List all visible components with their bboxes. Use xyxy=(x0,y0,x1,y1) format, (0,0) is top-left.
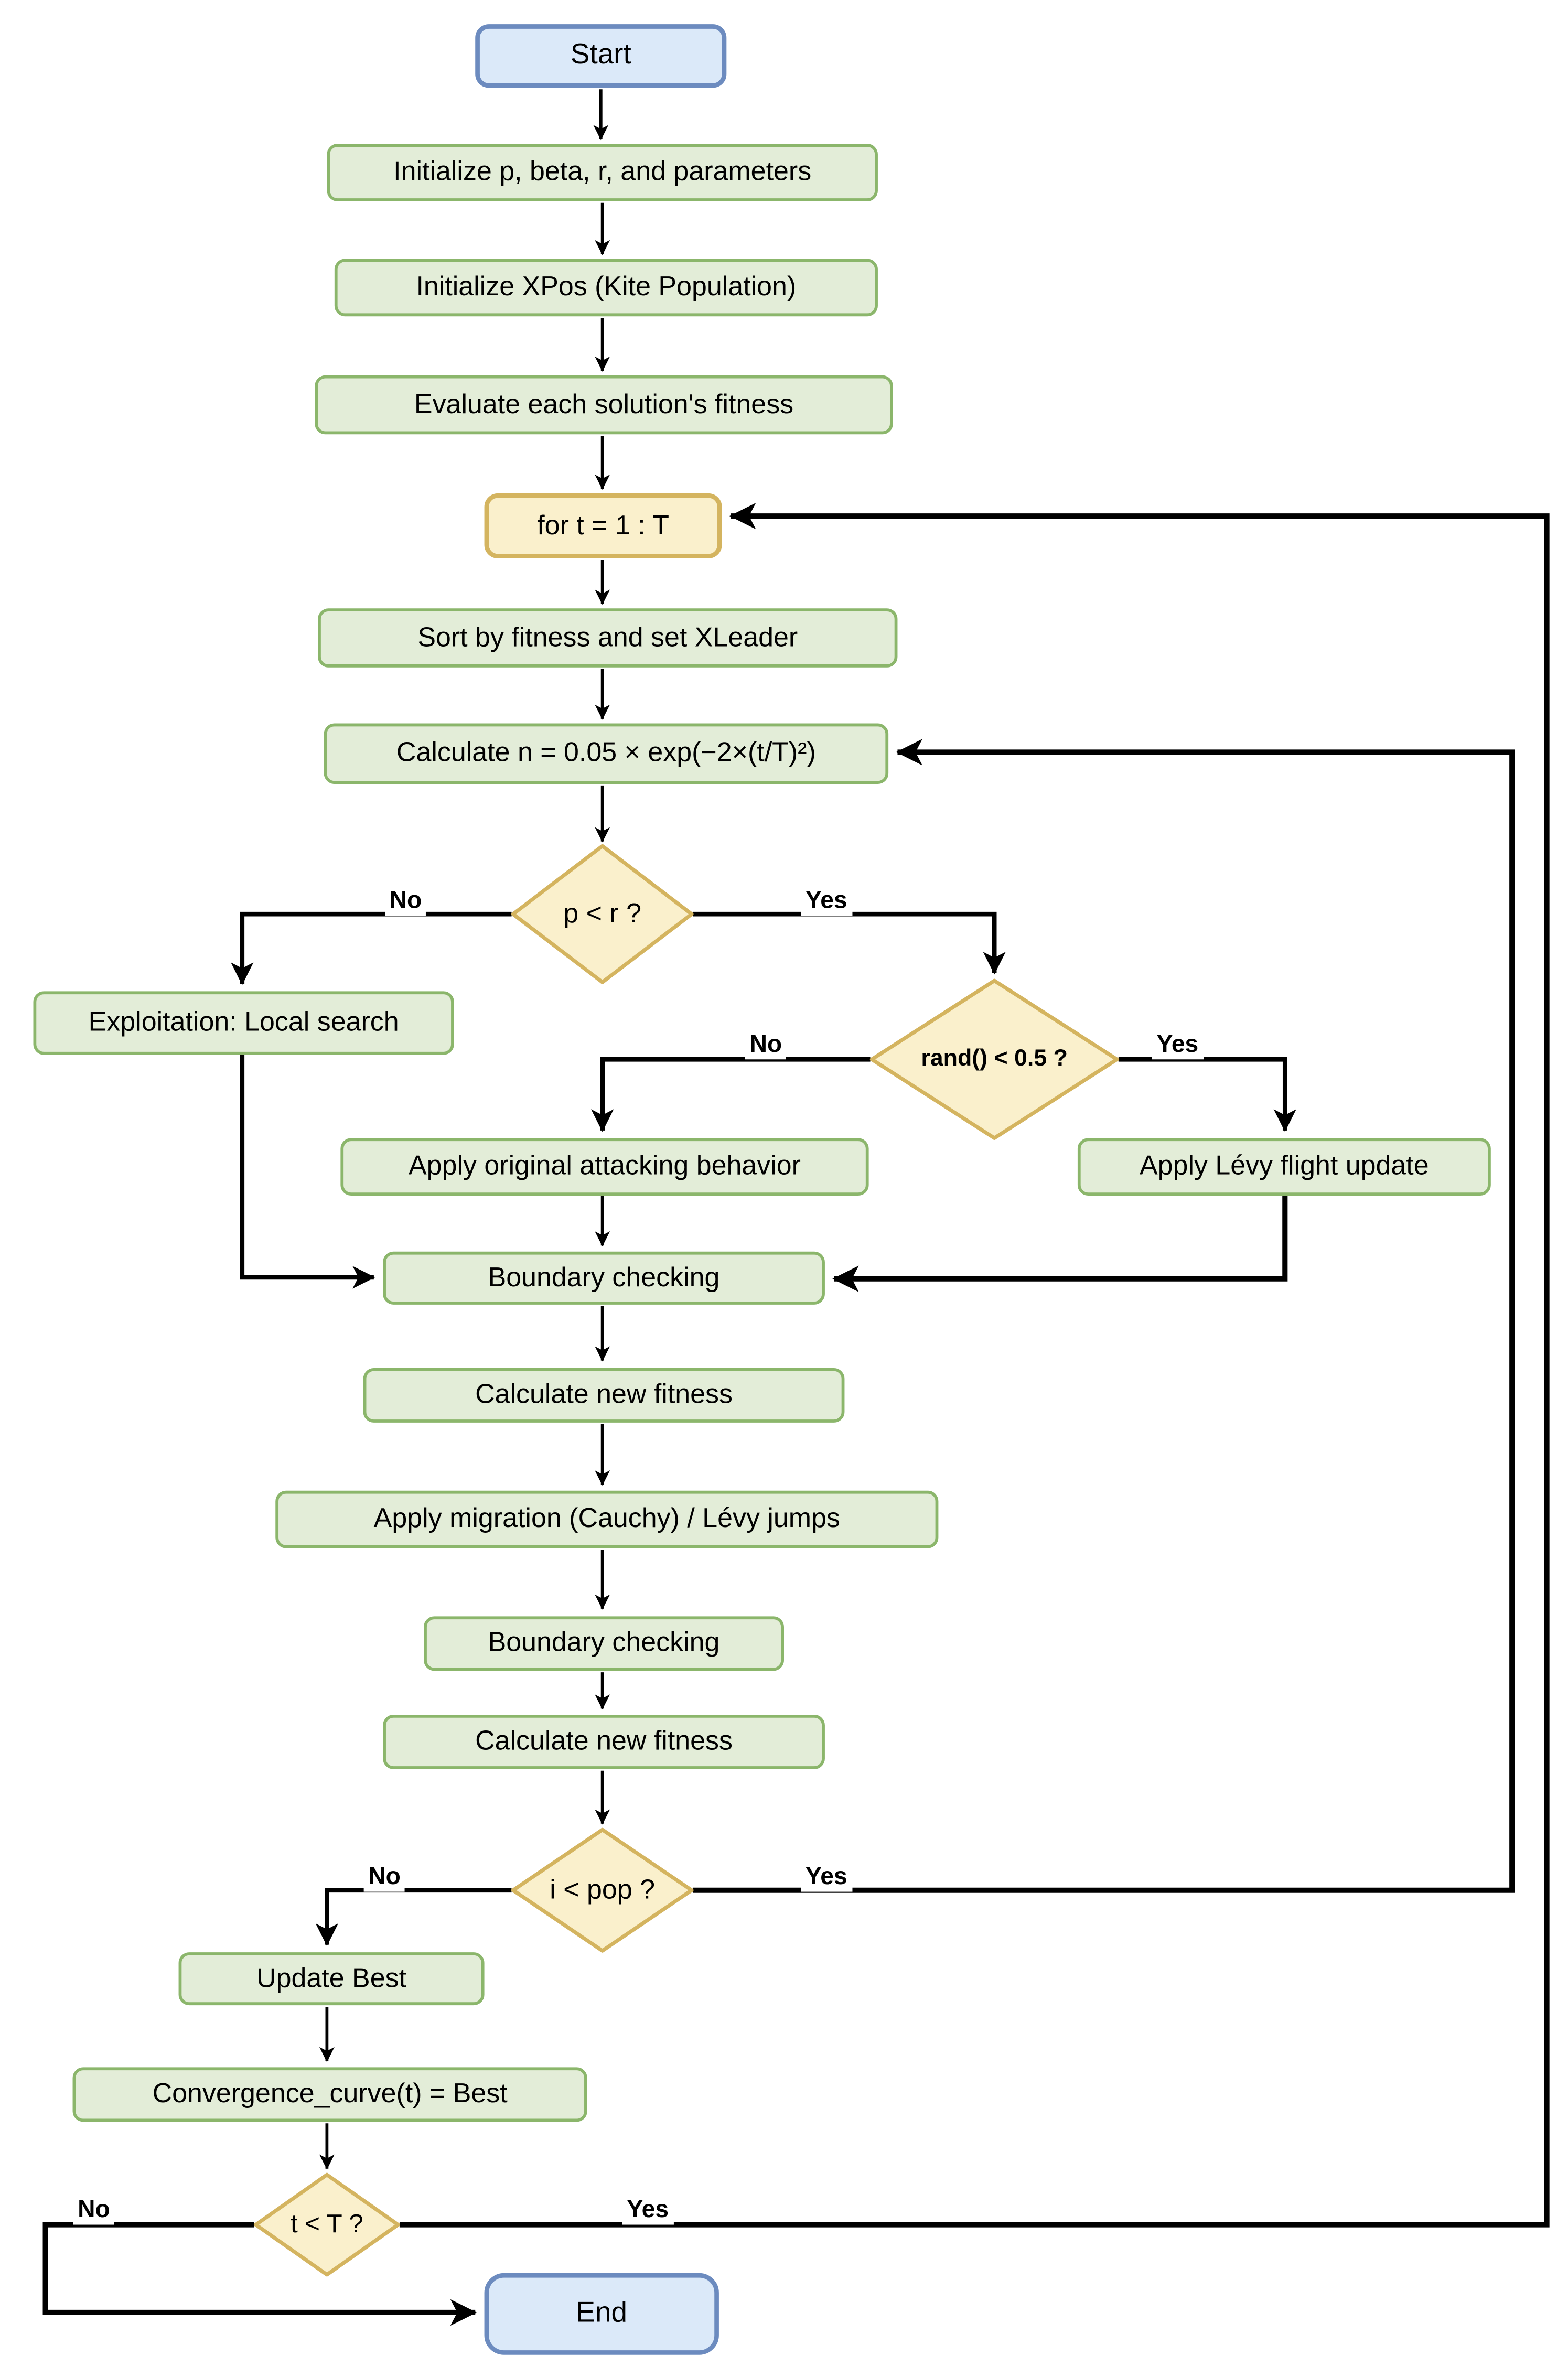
edge-i-yes-loop-to-calc-n xyxy=(693,739,1515,1893)
edge-label-rand-no: No xyxy=(745,1032,787,1060)
node-migration: Apply migration (Cauchy) / Lévy jumps xyxy=(275,1490,939,1548)
edge-label-p-no: No xyxy=(385,888,426,916)
node-convergence: Convergence_curve(t) = Best xyxy=(72,2067,587,2122)
node-init-params: Initialize p, beta, r, and parameters xyxy=(327,144,878,201)
edge-label-t-no: No xyxy=(73,2197,115,2225)
edge-rand-no-to-attack xyxy=(591,1057,871,1132)
node-update-best: Update Best xyxy=(178,1952,485,2006)
node-fitness1: Calculate new fitness xyxy=(363,1368,845,1423)
edge-t-no-to-end xyxy=(42,2222,477,2326)
edge-t-yes-loop-to-for-loop xyxy=(399,502,1550,2228)
node-for-loop: for t = 1 : T xyxy=(484,493,722,558)
node-init-xpos: Initialize XPos (Kite Population) xyxy=(334,259,878,317)
decision-p-lt-r-label: p < r ? xyxy=(563,898,642,929)
decision-rand-half-shape xyxy=(869,978,1119,1140)
edge-label-i-no: No xyxy=(363,1864,405,1892)
node-levy: Apply Lévy flight update xyxy=(1077,1138,1491,1196)
decision-p-lt-r-shape xyxy=(511,844,694,984)
node-boundary2: Boundary checking xyxy=(424,1616,784,1671)
decision-i-lt-pop-shape xyxy=(511,1827,694,1953)
edge-rand-yes-to-levy xyxy=(1118,1057,1296,1132)
decision-t-lt-T-label: t < T ? xyxy=(291,2209,363,2239)
node-attack: Apply original attacking behavior xyxy=(340,1138,869,1196)
node-fitness2: Calculate new fitness xyxy=(383,1714,825,1769)
node-boundary1: Boundary checking xyxy=(383,1251,825,1305)
node-start: Start xyxy=(475,24,727,88)
edge-label-i-yes: Yes xyxy=(801,1864,852,1892)
edge-p-yes-to-rand-decision xyxy=(693,911,1006,975)
edge-label-t-yes: Yes xyxy=(622,2197,673,2225)
edge-p-no-to-exploitation xyxy=(231,911,512,985)
node-calc-n: Calculate n = 0.05 × exp(−2×(t/T)²) xyxy=(324,723,889,784)
edge-levy-to-boundary1 xyxy=(832,1196,1288,1293)
edge-label-p-yes: Yes xyxy=(801,888,852,916)
node-exploitation: Exploitation: Local search xyxy=(33,991,454,1055)
node-end: End xyxy=(484,2273,719,2355)
edge-label-rand-yes: Yes xyxy=(1152,1032,1203,1060)
edge-exploitation-to-boundary1 xyxy=(240,1055,375,1289)
node-sort-fitness: Sort by fitness and set XLeader xyxy=(318,608,898,668)
decision-rand-half-label: rand() < 0.5 ? xyxy=(921,1046,1068,1072)
decision-t-lt-T-shape xyxy=(254,2172,400,2277)
decision-i-lt-pop-label: i < pop ? xyxy=(550,1874,656,1905)
node-eval-fitness: Evaluate each solution's fitness xyxy=(315,375,893,435)
edge-i-no-to-update-best xyxy=(315,1888,512,1946)
